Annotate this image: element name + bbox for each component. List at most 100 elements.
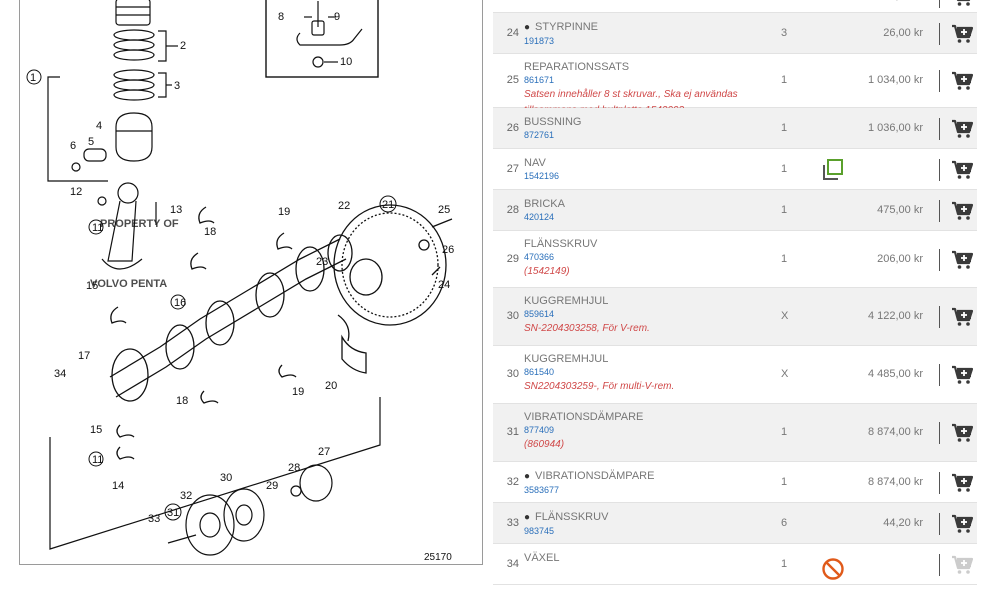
column-divider (939, 117, 940, 140)
position-number: 31 (506, 426, 519, 438)
price: 26,00 kr (883, 26, 923, 39)
part-description: VIBRATIONSDÄMPARE 877409 (860944) (524, 410, 764, 453)
callout-30: 30 (220, 472, 232, 484)
part-name-text: VIBRATIONSDÄMPARE (535, 469, 655, 482)
callout-24: 24 (438, 279, 450, 291)
callout-1: 1 (30, 72, 36, 84)
callout-11-lower-circle (88, 451, 104, 467)
part-number-link[interactable]: 861671 (524, 75, 555, 85)
drawing-number: 25170 (424, 552, 452, 563)
position-number: 27 (506, 162, 519, 175)
position-number: 24 (506, 26, 519, 39)
part-number-link[interactable]: 191873 (524, 35, 555, 46)
part-number-link[interactable]: 859614 (524, 309, 555, 319)
part-description: VÄXEL (524, 551, 764, 565)
callout-11: 11 (92, 222, 103, 234)
part-name-text: VÄXEL (524, 551, 560, 564)
add-to-cart-icon[interactable] (951, 119, 974, 139)
price: 1 036,00 kr (867, 121, 923, 134)
callout-15: 15 (86, 280, 98, 292)
quantity: 1 (781, 121, 788, 134)
callout-25: 25 (438, 204, 450, 216)
quantity: 3 (781, 26, 788, 39)
position-number: 30 (506, 310, 519, 322)
part-name: KUGGREMHJUL (524, 352, 764, 366)
position-number: 25 (506, 74, 519, 86)
part-name: ● VIBRATIONSDÄMPARE (524, 469, 764, 484)
flywheel (333, 204, 453, 326)
parts-table-row: 25 REPARATIONSSATS 861671 Satsen innehål… (493, 54, 977, 116)
part-number-link[interactable]: 1542196 (524, 170, 560, 181)
exploded-parts-diagram: PROPERTY OF VOLVO PENTA 8 9 10 (19, 0, 483, 565)
add-to-cart-icon[interactable] (951, 514, 974, 534)
price: 1 034,00 kr (867, 74, 923, 86)
watermark-line-2: VOLVO PENTA (90, 278, 167, 290)
callout-9: 9 (334, 11, 340, 23)
part-name-text: STYRPINNE (535, 20, 599, 33)
part-description: KUGGREMHJUL 861540 SN2204303259-, För mu… (524, 352, 764, 395)
part-name: ●STYRPINNE (524, 20, 764, 35)
callout-22: 22 (338, 200, 350, 212)
add-to-cart-icon[interactable] (951, 0, 973, 7)
diagram-drawing: PROPERTY OF VOLVO PENTA 8 9 10 (26, 0, 454, 563)
add-to-cart-icon[interactable] (951, 160, 974, 180)
column-divider (939, 70, 940, 92)
callout-23: 23 (316, 256, 328, 268)
part-number-link[interactable]: 420124 (524, 211, 555, 222)
add-to-cart-icon[interactable] (951, 201, 974, 221)
add-to-cart-icon[interactable] (951, 250, 974, 270)
part-number-link[interactable]: 983745 (524, 525, 555, 536)
connecting-rod (97, 182, 157, 270)
bullet-icon: ● (524, 470, 531, 482)
part-number-link[interactable]: 877409 (524, 425, 555, 435)
parts-table-row: 23 415311 1 74,00 kr (493, 0, 977, 13)
copy-replaced-icon[interactable] (821, 158, 845, 182)
quantity: 1 (781, 203, 788, 216)
position-number: 28 (506, 203, 519, 216)
price: 4 122,00 kr (867, 310, 923, 322)
quantity: 1 (781, 162, 788, 175)
part-description: KUGGREMHJUL 859614 SN-2204303258, För V-… (524, 294, 764, 337)
add-to-cart-icon[interactable] (951, 24, 974, 44)
callout-14: 14 (112, 480, 124, 492)
column-divider (939, 306, 940, 328)
callout-18-top: 18 (204, 226, 216, 238)
callout-17: 17 (78, 350, 90, 362)
part-name-text: FLÄNSSKRUV (524, 238, 598, 250)
part-note: (860944) (524, 439, 565, 450)
parts-table: 23 415311 1 74,00 kr 24 ●STYRPINNE 19187… (493, 0, 977, 585)
add-to-cart-icon[interactable] (951, 307, 974, 327)
callout-16: 16 (174, 297, 186, 309)
part-name: BRICKA (524, 197, 764, 211)
part-description: BUSSNING 872761 (524, 115, 764, 142)
callout-6: 6 (70, 140, 76, 152)
callout-34: 34 (54, 368, 66, 380)
parts-table-row: 34 VÄXEL 1 (493, 544, 977, 585)
part-description: ●STYRPINNE 191873 (524, 20, 764, 48)
add-to-cart-icon[interactable] (951, 71, 974, 91)
parts-table-row: 33 ●FLÄNSSKRUV 983745 6 44,20 kr (493, 503, 977, 544)
part-number-link[interactable]: 470366 (524, 252, 555, 262)
part-name-text: KUGGREMHJUL (524, 295, 609, 307)
position-number: 23 (493, 0, 519, 2)
callout-18: 18 (176, 395, 188, 407)
crankshaft (109, 206, 367, 460)
add-to-cart-icon[interactable] (951, 473, 974, 493)
rocker-inset (296, 1, 363, 68)
part-description: ●FLÄNSSKRUV 983745 (524, 510, 764, 538)
parts-table-row: 26 BUSSNING 872761 1 1 036,00 kr (493, 108, 977, 149)
pulley-assembly (49, 397, 381, 556)
part-note: SN2204303259-, För multi-V-rem. (524, 381, 675, 392)
part-number-link[interactable]: 3583677 (524, 484, 560, 495)
part-number-link[interactable]: 861540 (524, 367, 555, 377)
part-number-link[interactable]: 872761 (524, 129, 555, 140)
not-available-icon (821, 557, 845, 581)
add-to-cart-icon[interactable] (951, 423, 974, 443)
part-description: NAV 1542196 (524, 156, 764, 183)
add-to-cart-icon[interactable] (951, 365, 974, 385)
price: 206,00 kr (877, 252, 923, 265)
callout-33: 33 (148, 513, 160, 525)
part-name-text: BUSSNING (524, 115, 582, 128)
part-name: KUGGREMHJUL (524, 294, 764, 308)
